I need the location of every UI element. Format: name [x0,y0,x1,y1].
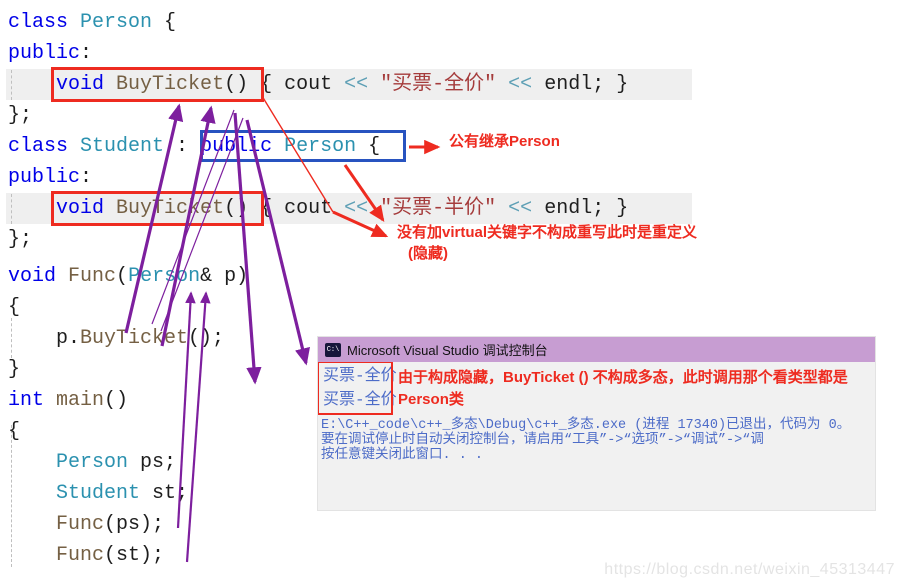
code-line: Person ps; [56,451,177,474]
console-info-line: E:\C++_code\c++_多态\Debug\c++_多态.exe (进程 … [321,418,851,433]
code-line: class Person { [8,11,177,34]
console-hiding-note: 由于构成隐藏，BuyTicket () 不构成多态，此时调用那个看类型都是 Pe… [398,367,848,411]
console-info-line: 要在调试停止时自动关闭控制台，请启用“工具”->“选项”->“调试”->“调 [321,433,764,448]
console-output-line: 买票-全价 [323,367,397,385]
redefinition-note-line1: 没有加virtual关键字不构成重写此时是重定义 [397,224,698,241]
person-buyticket-box [51,67,264,102]
code-line: Func(st); [56,544,165,567]
public-person-box [200,130,406,162]
redefinition-note-line2: (隐藏) [408,245,448,262]
console-hiding-note-line2: Person类 [398,391,464,408]
indent-guide [11,70,12,100]
code-line: } [8,358,21,381]
line-highlight [6,69,692,100]
console-output-line: 买票-全价 [323,391,397,409]
console-info: E:\C++_code\c++_多态\Debug\c++_多态.exe (进程 … [321,418,850,463]
watermark: https://blog.csdn.net/weixin_45313447 [604,561,895,578]
console-body[interactable]: 买票-全价买票-全价 由于构成隐藏，BuyTicket () 不构成多态，此时调… [318,362,875,510]
code-line: }; [8,228,33,251]
student-buyticket-box [51,191,264,226]
inherit-note: 公有继承Person [449,133,560,150]
cmd-icon: C:\ [325,342,341,357]
debug-console-window: C:\ Microsoft Visual Studio 调试控制台 买票-全价买… [318,337,875,510]
console-output: 买票-全价买票-全价 [323,364,397,412]
code-line: public: [8,166,93,189]
indent-guide [11,425,12,567]
console-title-text: Microsoft Visual Studio 调试控制台 [347,343,548,358]
console-title-bar[interactable]: C:\ Microsoft Visual Studio 调试控制台 [318,337,875,362]
indent-guide [11,194,12,224]
code-line: { [8,420,21,443]
console-output-box [318,362,393,415]
code-line: Func(ps); [56,513,165,536]
code-line: public: [8,42,93,65]
code-line: void Func(Person& p) [8,265,249,288]
console-hiding-note-line1: 由于构成隐藏，BuyTicket () 不构成多态，此时调用那个看类型都是 [398,369,848,386]
console-info-line: 按任意键关闭此窗口. . . [321,448,484,463]
code-line: void BuyTicket() { cout << "买票-全价" << en… [56,73,629,96]
code-line: }; [8,104,33,127]
indent-guide [11,318,12,358]
code-line: { [8,296,21,319]
code-line: int main() [8,389,129,412]
